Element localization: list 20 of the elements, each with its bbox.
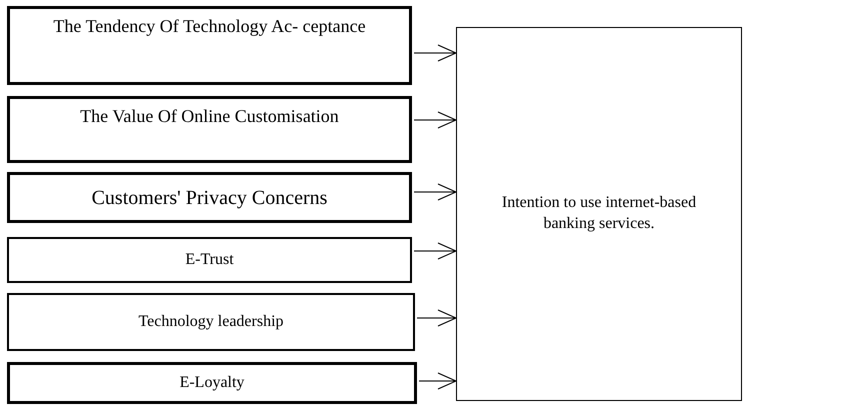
box-label: Customers' Privacy Concerns [92,186,328,210]
box-label: The Value Of Online Customisation [80,105,339,128]
arrow [418,372,456,390]
arrow [414,184,456,200]
arrow [414,242,456,260]
factor-box [7,237,412,283]
arrow [414,44,456,62]
factor-box [7,172,412,223]
box-label: E-Loyalty [180,372,244,393]
factor-box [7,6,412,85]
arrow [414,112,456,128]
factor-box [7,293,415,351]
box-label: Technology leadership [138,312,284,332]
box-label: Intention to use internet-based banking services. [500,193,698,234]
factor-box [7,96,412,163]
box-label: E-Trust [185,250,234,270]
outcome-box [456,27,742,401]
arrow [416,310,456,326]
box-label: The Tendency Of Technology Ac- ceptance [53,15,366,38]
factor-box [7,362,417,404]
